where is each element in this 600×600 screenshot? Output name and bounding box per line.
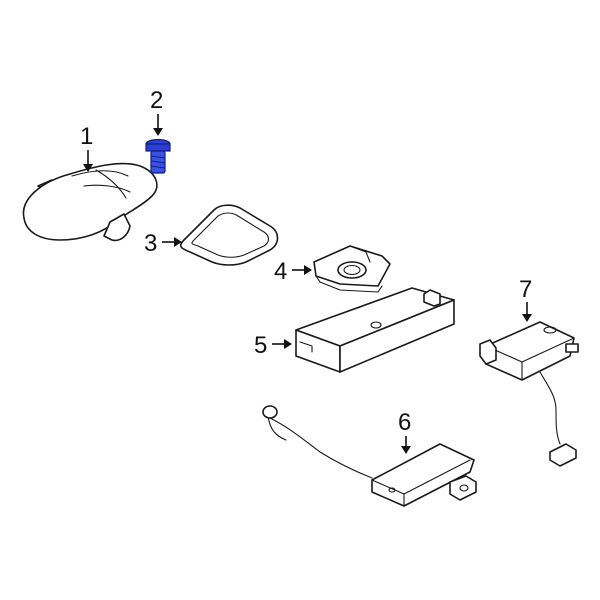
part-1-antenna-cover[interactable]	[22, 162, 158, 242]
callout-3-label: 3	[144, 230, 157, 257]
callout-labels: 1 2 3 4 5 6 7	[80, 87, 532, 436]
callout-1-label: 1	[80, 123, 93, 150]
callout-5-label: 5	[254, 332, 267, 359]
callout-4-label: 4	[274, 258, 287, 285]
callout-7-label: 7	[519, 276, 532, 303]
part-3-gasket[interactable]	[179, 204, 279, 266]
callout-arrows	[83, 114, 532, 454]
part-2-bolt[interactable]	[145, 138, 171, 174]
callout-6-label: 6	[398, 409, 411, 436]
callout-2-label: 2	[150, 87, 163, 114]
part-6-antenna-unit[interactable]	[262, 405, 477, 507]
part-4-seal-pad[interactable]	[313, 245, 391, 293]
part-7-bracket-module[interactable]	[479, 321, 579, 467]
part-5-module[interactable]	[295, 287, 455, 373]
